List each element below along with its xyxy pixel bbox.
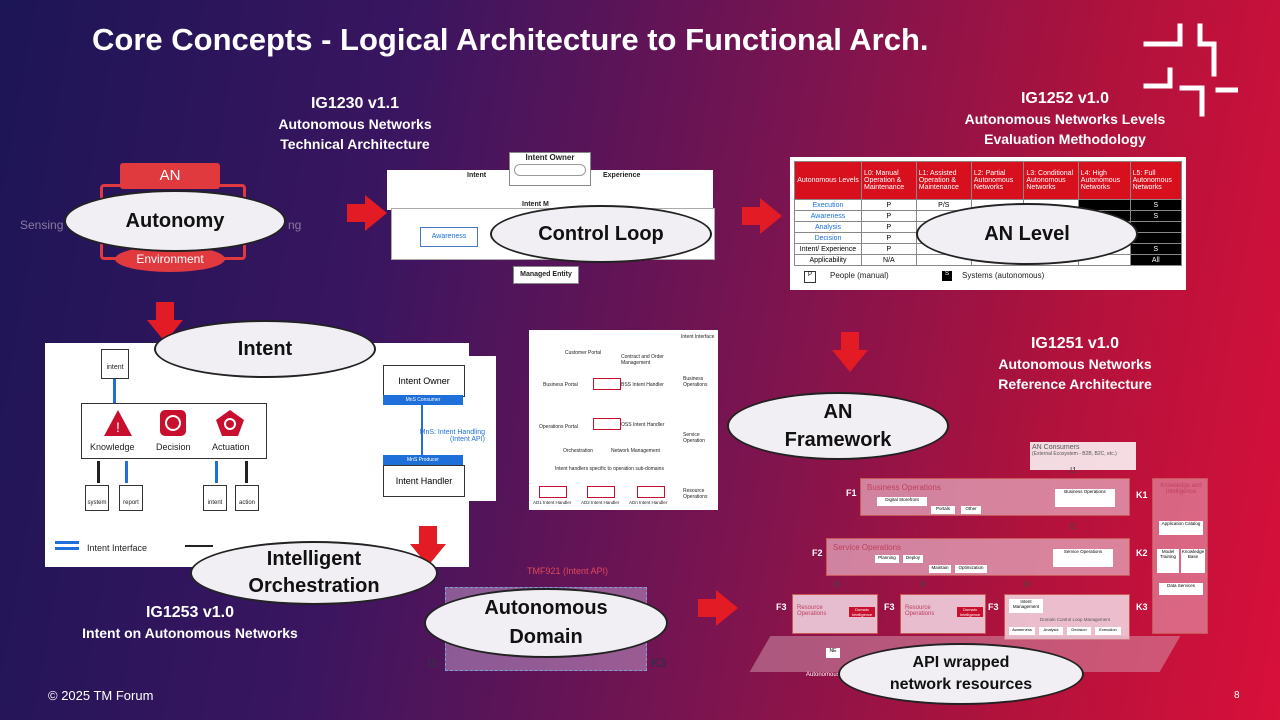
autonomous-domain-detail-box: Intent Management Domain Control Loop Ma…: [1004, 594, 1130, 640]
service-operations-box: Service Operations Planning Deploy Maint…: [826, 538, 1130, 576]
arrow-right-1: [347, 195, 387, 231]
resource-operations-box-2: Resource Operations Domain Intelligence: [900, 594, 986, 634]
api-wrapped-bubble: API wrapped network resources: [838, 643, 1084, 705]
tmforum-logo-icon: [1143, 23, 1238, 117]
intent-panel: intent ! Knowledge Decision Actuation sy…: [45, 343, 485, 567]
arrow-right-3: [698, 590, 738, 626]
arrow-right-2: [742, 198, 782, 234]
intent-handler-label-box: Intent Handler: [383, 465, 465, 497]
system-doc-icon: system: [85, 485, 109, 511]
an-level-bubble: AN Level: [916, 203, 1138, 265]
arrow-down-2: [832, 332, 868, 372]
acting-label: ng: [288, 218, 302, 232]
autonomous-domain-bubble: Autonomous Domain: [424, 588, 668, 658]
svg-text:!: !: [116, 419, 120, 435]
intent-small-doc-icon: intent: [203, 485, 227, 511]
intent-handler-box: ! Knowledge Decision Actuation: [81, 403, 267, 459]
intelligent-orchestration-bubble: Intelligent Orchestration: [190, 541, 438, 605]
decision-icon: [160, 410, 186, 436]
awareness-box: Awareness: [420, 227, 478, 247]
intent-owner-box: Intent Owner: [509, 152, 591, 186]
intent-bubble: Intent: [154, 320, 376, 378]
action-doc-icon: action: [235, 485, 259, 511]
control-loop-bubble: Control Loop: [490, 205, 712, 263]
oss-handler-icon: [593, 418, 621, 430]
sensing-label: Sensing: [20, 218, 64, 232]
knowledge-icon: !: [104, 410, 132, 436]
doc-ig1230: IG1230 v1.1 Autonomous Networks Technica…: [278, 95, 432, 152]
actuation-icon: [216, 410, 244, 436]
report-doc-icon: report: [119, 485, 143, 511]
intent-owner-box: Intent Owner: [383, 365, 465, 397]
doc-ig1253: IG1253 v1.0 Intent on Autonomous Network…: [82, 604, 298, 641]
an-consumers-box: AN Consumers (External Ecosystem - B2B, …: [1030, 442, 1136, 470]
an-framework-bubble: AN Framework: [727, 392, 949, 460]
bss-handler-icon: [593, 378, 621, 390]
business-operations-box: Business Operations Digital Storefront P…: [860, 478, 1130, 516]
doc-ig1252: IG1252 v1.0 Autonomous Networks Levels E…: [964, 90, 1166, 147]
orchestration-panel: Intent Interface Customer Portal Contrac…: [529, 330, 718, 510]
knowledge-intelligence-box: Knowledge and Intelligence Application C…: [1152, 478, 1208, 634]
autonomy-bubble: Autonomy: [64, 190, 286, 252]
page-title: Core Concepts - Logical Architecture to …: [92, 22, 929, 57]
resource-operations-box-1: Resource Operations Domain Intelligence: [792, 594, 878, 634]
intent-doc-icon: intent: [101, 349, 129, 379]
framework-panel: AN Consumers (External Ecosystem - B2B, …: [749, 440, 1208, 680]
copyright: © 2025 TM Forum: [48, 688, 154, 703]
page-number: 8: [1234, 690, 1240, 701]
doc-ig1251: IG1251 v1.0 Autonomous Networks Referenc…: [998, 335, 1152, 392]
managed-entity-box: Managed Entity: [513, 266, 579, 284]
